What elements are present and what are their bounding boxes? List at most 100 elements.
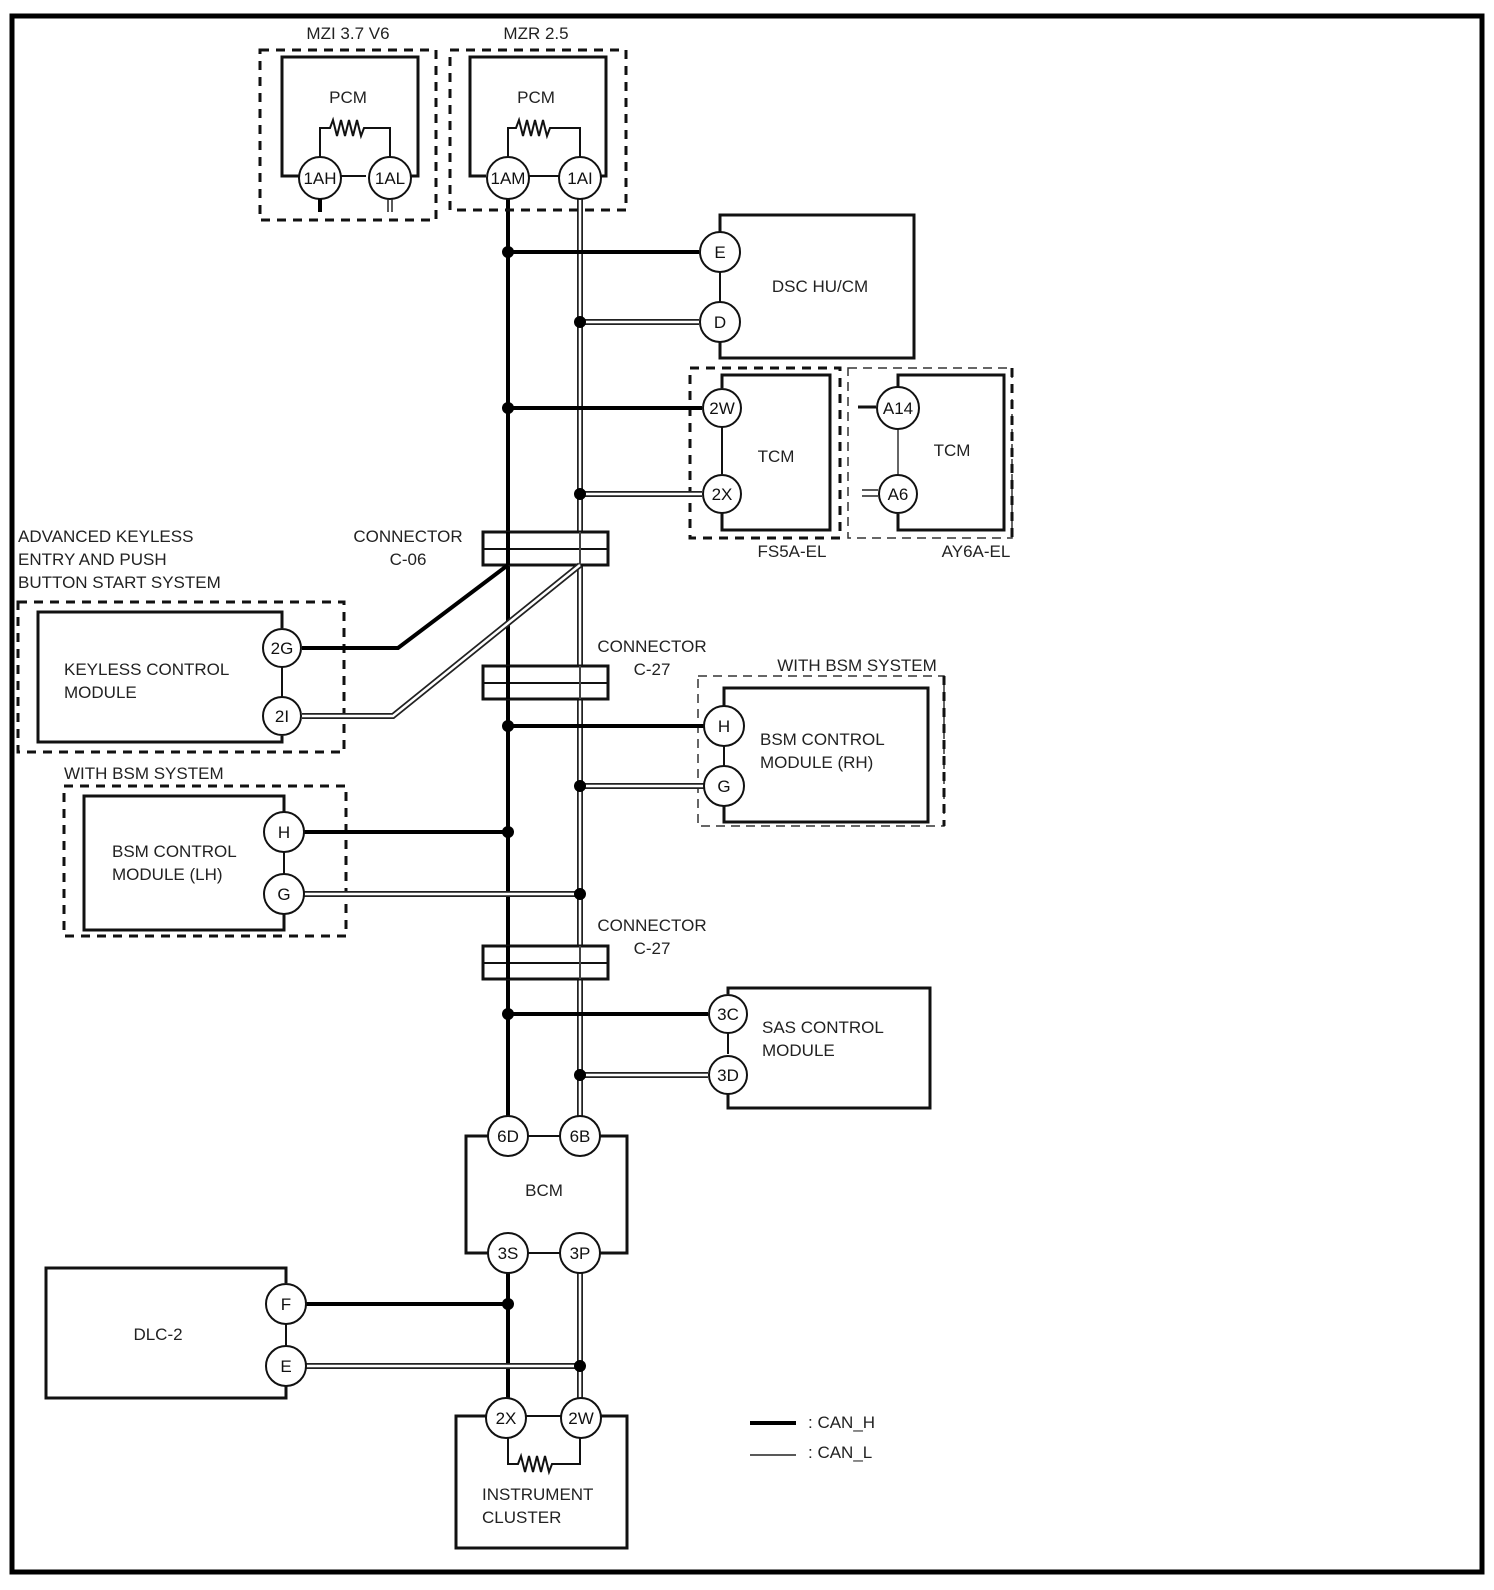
- connector-c27-b: [481, 944, 610, 981]
- splice-dot: [502, 246, 514, 258]
- svg-text:F: F: [281, 1295, 291, 1314]
- pcm-mzi-box: [280, 55, 420, 178]
- keyless-box: [36, 610, 284, 744]
- svg-text:6B: 6B: [570, 1127, 591, 1146]
- connector-c27a-label-2: C-27: [634, 660, 671, 679]
- pin-bcm-6b: 6B: [559, 1115, 601, 1157]
- keyless-label-1: KEYLESS CONTROL: [64, 660, 229, 679]
- svg-text:E: E: [714, 243, 725, 262]
- termination-resistor-icon: [507, 1436, 581, 1476]
- connector-c27b-label-2: C-27: [634, 939, 671, 958]
- termination-resistor-icon: [319, 116, 391, 158]
- legend-can-l-label: : CAN_L: [808, 1443, 872, 1462]
- bcm-box-left: [464, 1134, 488, 1255]
- dsc-label: DSC HU/CM: [772, 277, 868, 296]
- pin-keyless-2g: 2G: [262, 628, 302, 668]
- connector-c06: [481, 530, 610, 567]
- outer-frame: [9, 13, 1485, 1575]
- group-label-mzi: MZI 3.7 V6: [306, 24, 389, 43]
- svg-text:3P: 3P: [570, 1244, 591, 1263]
- legend-can-h-label: : CAN_H: [808, 1413, 875, 1432]
- dlc-box: [44, 1266, 288, 1400]
- splice-dot: [574, 1069, 586, 1081]
- cluster-box: [454, 1414, 629, 1550]
- pin-sas-3c: 3C: [708, 994, 748, 1034]
- svg-text:H: H: [718, 717, 730, 736]
- bsm-lh-label-1: BSM CONTROL: [112, 842, 237, 861]
- pin-bcm-6d: 6D: [487, 1115, 529, 1157]
- pcm-mzr-label: PCM: [517, 88, 555, 107]
- bsm-lh-label-2: MODULE (LH): [112, 865, 223, 884]
- splice-dot: [502, 826, 514, 838]
- pin-dlc-e: E: [265, 1345, 307, 1387]
- tcm-ay6a-box: [896, 373, 1006, 532]
- svg-text:1AL: 1AL: [375, 169, 405, 188]
- svg-text:2G: 2G: [271, 639, 294, 658]
- termination-resistor-icon: [507, 116, 581, 158]
- sas-label-2: MODULE: [762, 1041, 835, 1060]
- group-label-mzr: MZR 2.5: [503, 24, 568, 43]
- pin-dsc-e: E: [699, 231, 741, 273]
- pin-1am: 1AM: [486, 156, 530, 200]
- group-label-bsm-rh: WITH BSM SYSTEM: [777, 656, 937, 675]
- sas-box: [726, 986, 932, 1110]
- pin-sas-3d: 3D: [708, 1055, 748, 1095]
- svg-text:D: D: [714, 313, 726, 332]
- svg-text:2X: 2X: [712, 485, 733, 504]
- pin-tcm-a14: A14: [876, 386, 920, 430]
- pin-tcm-2w: 2W: [702, 388, 742, 428]
- svg-text:3S: 3S: [498, 1244, 519, 1263]
- splice-dot: [574, 780, 586, 792]
- bsm-rh-group-box: [697, 675, 945, 827]
- keyless-group-box: [16, 600, 346, 754]
- group-label-akeps-1: ADVANCED KEYLESS: [18, 527, 193, 546]
- svg-text:A6: A6: [888, 485, 909, 504]
- pin-bsm-rh-h: H: [703, 705, 745, 747]
- pcm-mzr-box: [468, 55, 608, 178]
- pin-cluster-2w: 2W: [560, 1397, 602, 1439]
- bsm-rh-label-2: MODULE (RH): [760, 753, 873, 772]
- pin-bcm-3p: 3P: [559, 1232, 601, 1274]
- connector-c27-a: [481, 664, 610, 701]
- pin-cluster-2x: 2X: [485, 1397, 527, 1439]
- bsm-rh-box: [722, 686, 930, 824]
- splice-dot: [574, 888, 586, 900]
- svg-text:2W: 2W: [709, 399, 735, 418]
- svg-text:G: G: [277, 885, 290, 904]
- splice-dot: [574, 488, 586, 500]
- tcm-ay6a-label: TCM: [934, 441, 971, 460]
- svg-text:3D: 3D: [717, 1066, 739, 1085]
- splice-dot: [502, 402, 514, 414]
- bsm-rh-label-1: BSM CONTROL: [760, 730, 885, 749]
- svg-text:2X: 2X: [496, 1409, 517, 1428]
- svg-text:2I: 2I: [275, 707, 289, 726]
- bcm-label: BCM: [525, 1181, 563, 1200]
- connector-c27a-label-1: CONNECTOR: [597, 637, 706, 656]
- pin-bcm-3s: 3S: [487, 1232, 529, 1274]
- group-label-fs5a: FS5A-EL: [758, 542, 827, 561]
- can-l-wire-keyless: [302, 562, 582, 719]
- pin-tcm-a6: A6: [878, 474, 918, 514]
- pin-dsc-d: D: [699, 301, 741, 343]
- can-h-wire-keyless: [302, 563, 510, 650]
- pin-keyless-2i: 2I: [262, 696, 302, 736]
- splice-dot: [502, 720, 514, 732]
- pin-bsm-lh-h: H: [263, 811, 305, 853]
- svg-text:G: G: [717, 777, 730, 796]
- splice-dot: [502, 1008, 514, 1020]
- svg-text:1AH: 1AH: [303, 169, 336, 188]
- mzi-group-box: [258, 48, 438, 222]
- tcm-fs5a-box: [720, 373, 832, 532]
- splice-dot: [502, 1298, 514, 1310]
- pin-1ah: 1AH: [298, 156, 342, 200]
- cluster-label-1: INSTRUMENT: [482, 1485, 593, 1504]
- pcm-mzi-label: PCM: [329, 88, 367, 107]
- pin-dlc-f: F: [265, 1283, 307, 1325]
- connector-c27b-label-1: CONNECTOR: [597, 916, 706, 935]
- svg-text:3C: 3C: [717, 1005, 739, 1024]
- group-label-bsm-lh: WITH BSM SYSTEM: [64, 764, 224, 783]
- pin-1al: 1AL: [368, 156, 412, 200]
- svg-text:A14: A14: [883, 399, 913, 418]
- group-label-akeps-3: BUTTON START SYSTEM: [18, 573, 221, 592]
